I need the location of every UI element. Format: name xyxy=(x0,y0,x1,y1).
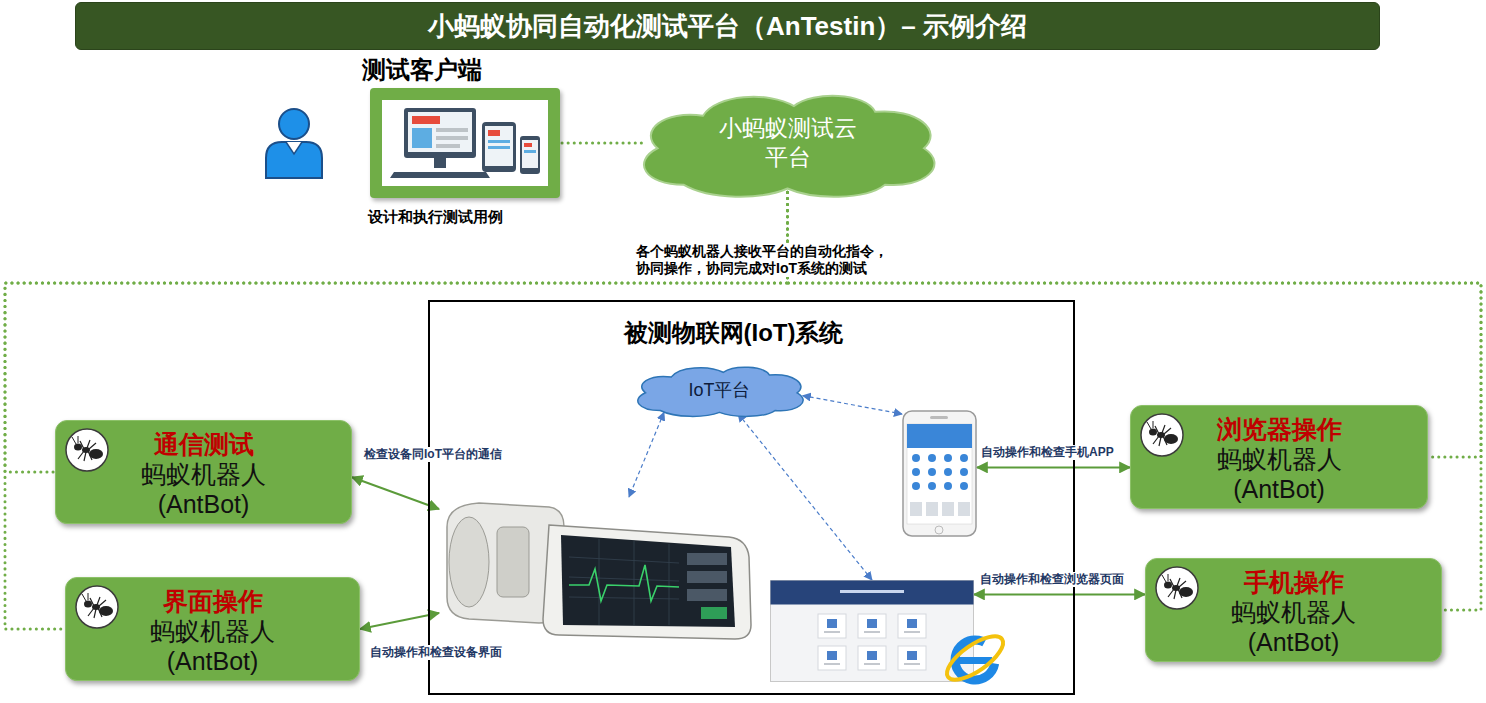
medical-device xyxy=(439,497,752,642)
edge-label: 自动操作和检查手机APP xyxy=(979,445,1116,460)
edge-label: 检查设备同IoT平台的通信 xyxy=(362,447,504,462)
phone-device xyxy=(902,410,977,537)
ant-icon xyxy=(1139,412,1185,458)
antbot-box: 手机操作蚂蚁机器人 (AntBot) xyxy=(1145,558,1442,662)
ant-icon xyxy=(74,584,120,630)
test-arrow xyxy=(352,477,439,509)
phone-illustration xyxy=(902,410,977,537)
devices-illustration xyxy=(370,88,560,198)
title-text: 小蚂蚁协同自动化测试平台（AnTestin）– 示例介绍 xyxy=(428,9,1027,44)
robot-name: 蚂蚁机器人 (AntBot) xyxy=(1209,597,1379,657)
system-boundary: 被测物联网(IoT)系统 IoT平台 xyxy=(428,300,1075,695)
antbot-box: 通信测试蚂蚁机器人 (AntBot) xyxy=(55,420,352,524)
robot-name: 蚂蚁机器人 (AntBot) xyxy=(128,616,298,676)
note-text: 各个蚂蚁机器人接收平台的自动化指令， 协同操作，协同完成对IoT系统的测试 xyxy=(636,243,916,277)
antbot-box: 浏览器操作蚂蚁机器人 (AntBot) xyxy=(1130,405,1428,509)
robot-name: 蚂蚁机器人 (AntBot) xyxy=(1194,444,1364,504)
test-arrow xyxy=(977,466,1130,468)
data-arrow xyxy=(803,396,902,414)
system-title: 被测物联网(IoT)系统 xyxy=(624,318,844,348)
robot-role: 通信测试 xyxy=(154,429,254,459)
node-heading: 测试客户端 xyxy=(362,56,482,84)
edge-label: 自动操作和检查浏览器页面 xyxy=(978,572,1126,587)
browser-page xyxy=(770,580,974,682)
antbot-box: 界面操作蚂蚁机器人 (AntBot) xyxy=(65,577,360,681)
cloud-platform: 小蚂蚁测试云 平台 xyxy=(625,85,950,200)
robot-role: 浏览器操作 xyxy=(1217,414,1342,444)
robot-role: 手机操作 xyxy=(1244,567,1344,597)
client-box: 测试客户端设计和执行测试用例 xyxy=(370,88,560,198)
test-arrow xyxy=(974,593,1145,595)
cloud-shape xyxy=(625,85,950,200)
robot-role: 界面操作 xyxy=(163,586,263,616)
ant-icon xyxy=(64,427,110,473)
ant-icon xyxy=(1154,565,1200,611)
cloud-label: IoT平台 xyxy=(688,379,750,401)
data-arrow xyxy=(629,412,664,497)
node-caption: 设计和执行测试用例 xyxy=(368,208,503,226)
device-illustration xyxy=(439,497,752,642)
edge-label: 自动操作和检查设备界面 xyxy=(368,645,504,660)
iot-cloud: IoT平台 xyxy=(627,362,812,418)
person-icon xyxy=(262,106,326,180)
data-arrow xyxy=(738,414,872,580)
browser-illustration xyxy=(770,580,974,682)
cloud-label: 小蚂蚁测试云 平台 xyxy=(703,114,873,172)
title-bar: 小蚂蚁协同自动化测试平台（AnTestin）– 示例介绍 xyxy=(75,2,1380,50)
robot-name: 蚂蚁机器人 (AntBot) xyxy=(119,459,289,519)
dotted-link xyxy=(562,142,645,145)
